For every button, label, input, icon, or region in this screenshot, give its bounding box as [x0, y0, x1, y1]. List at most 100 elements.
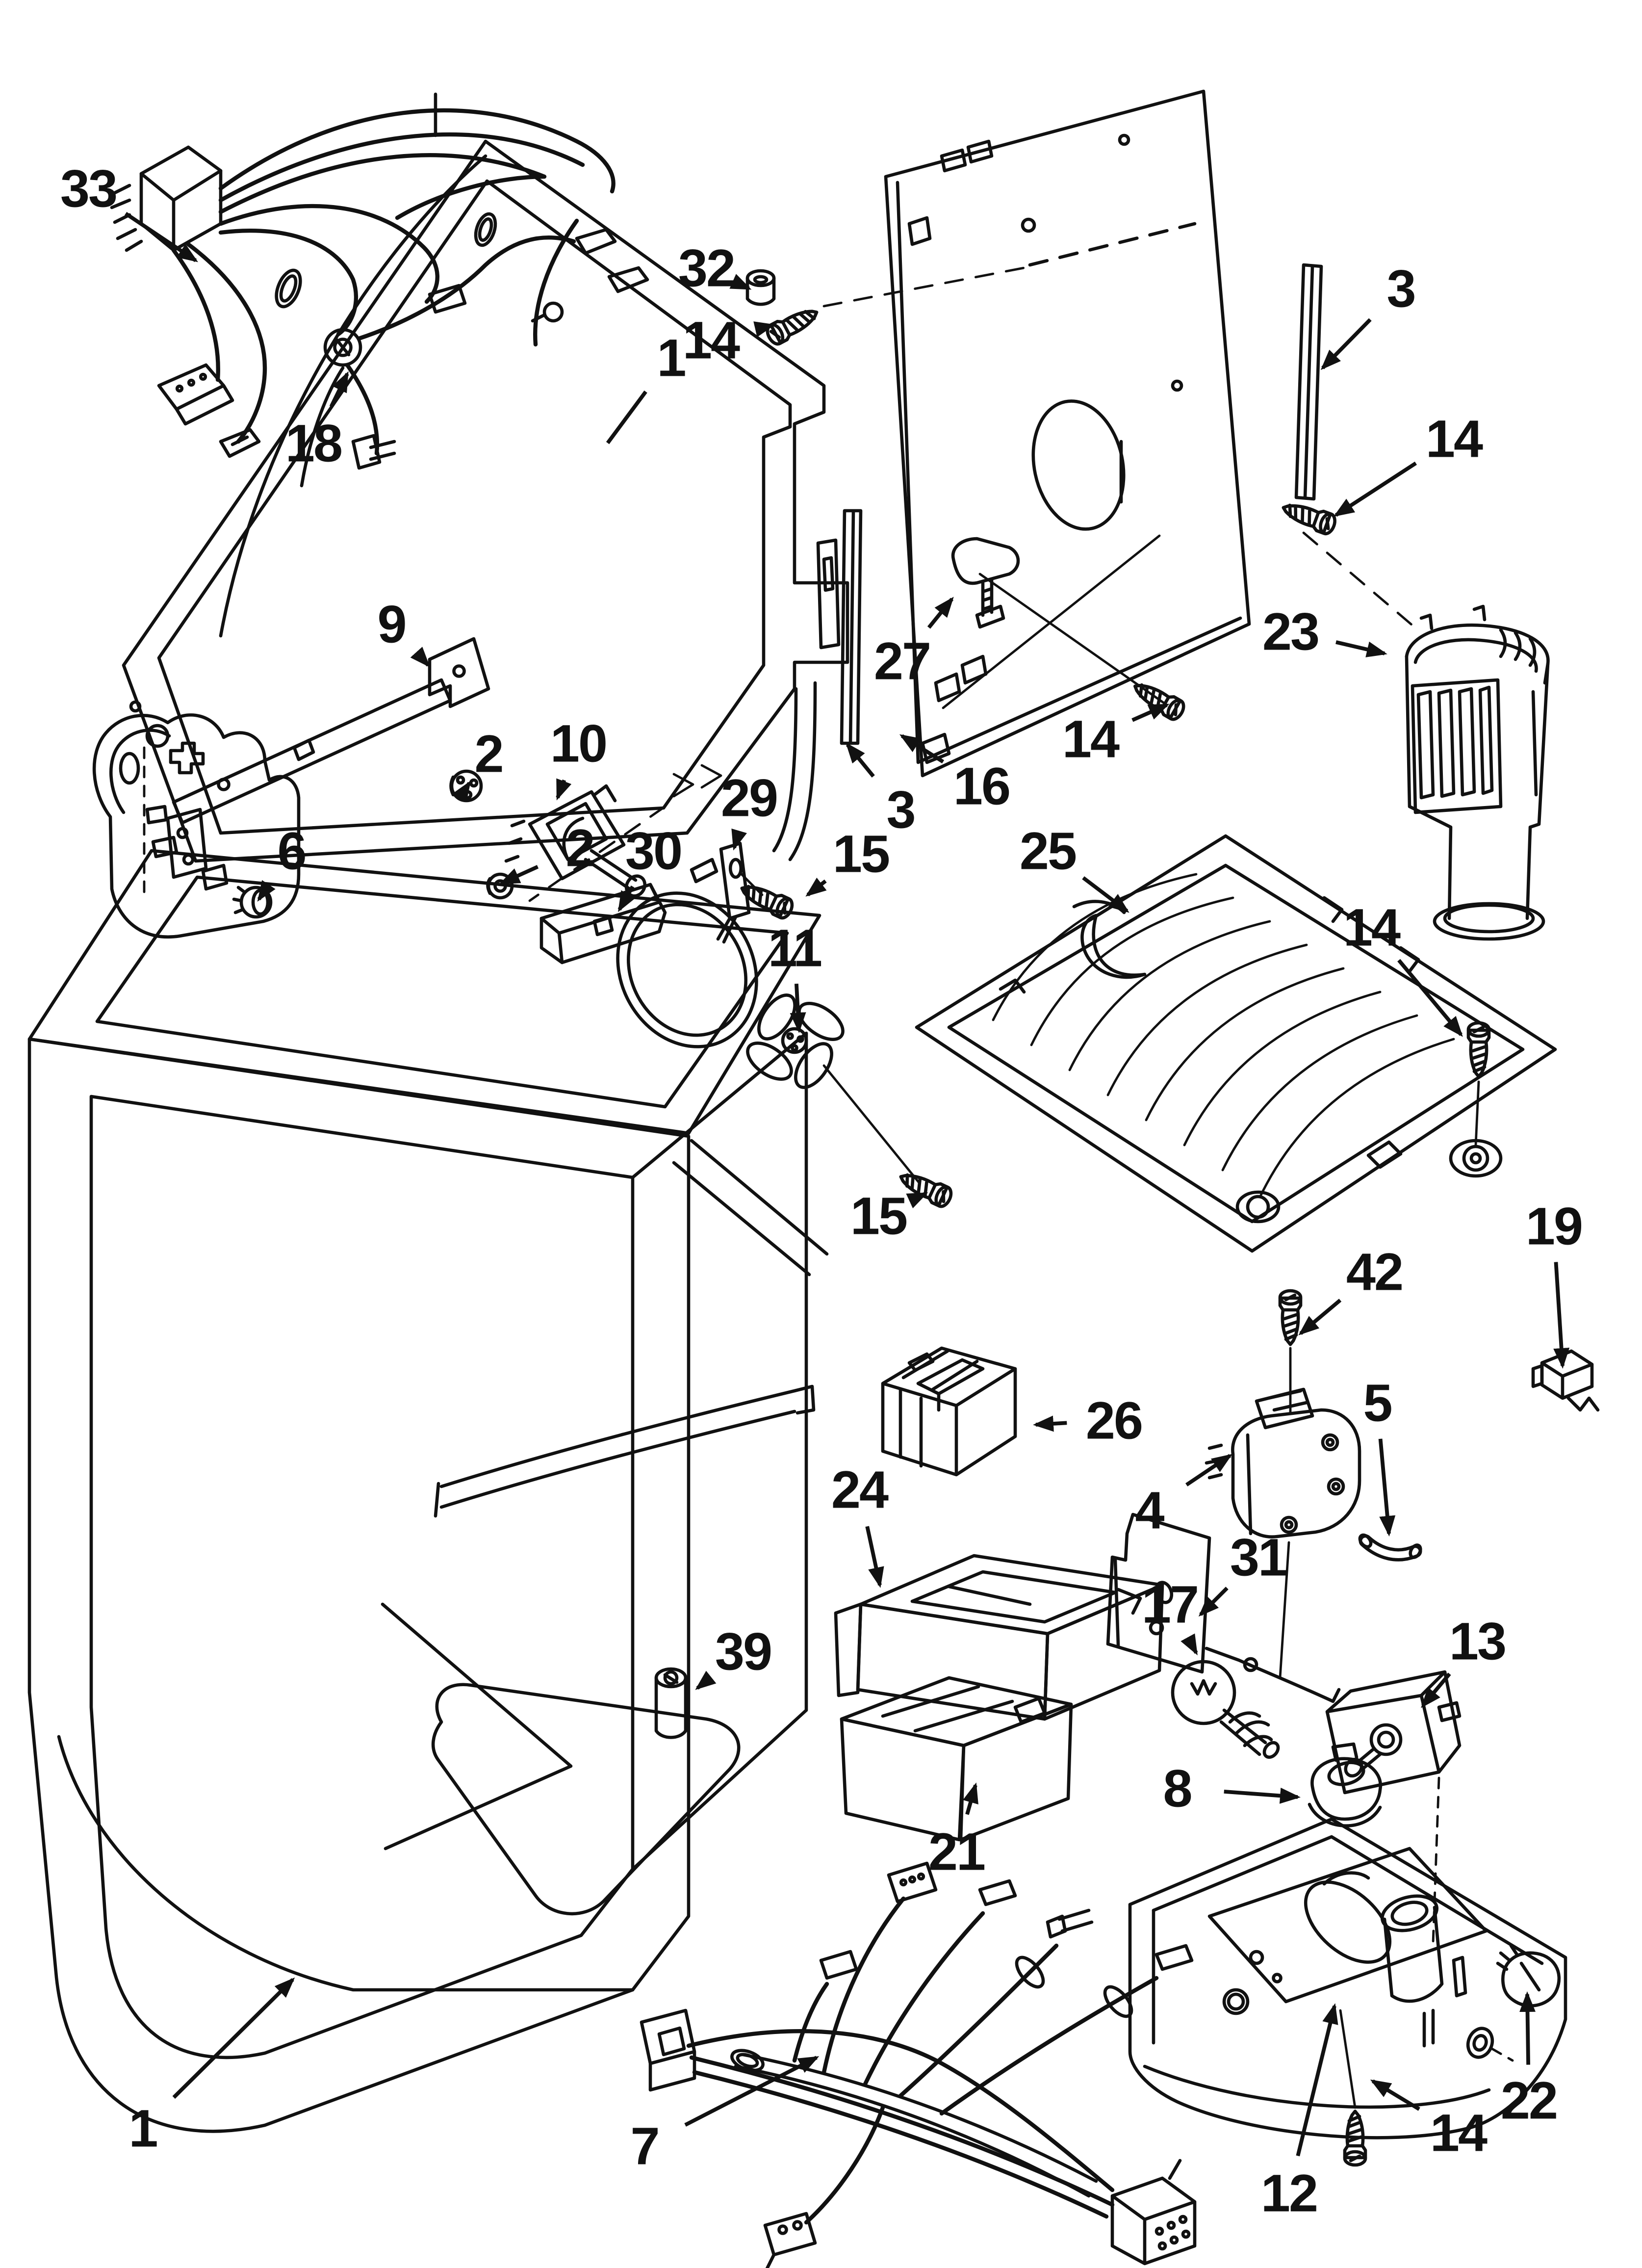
part-number-label: 42 — [1346, 1242, 1402, 1302]
leader-line — [1320, 318, 1372, 370]
callout-10-14: 10 — [550, 714, 608, 801]
part-number-label: 5 — [1363, 1373, 1391, 1433]
wiring-harness-7 — [640, 1861, 1197, 2268]
leader-line — [753, 321, 775, 338]
part-number-label: 11 — [768, 918, 821, 978]
foam-duct-21 — [840, 1676, 1073, 1842]
air-duct-23 — [1405, 604, 1550, 941]
lamp-socket-8 — [1308, 1742, 1383, 1827]
leader-line — [846, 742, 875, 778]
leader-line — [731, 828, 747, 851]
part-number-label: 14 — [1062, 709, 1120, 769]
foam-duct-24 — [834, 1554, 1164, 1721]
leader-line — [899, 734, 945, 764]
callout-33-0: 33 — [60, 159, 198, 262]
callout-26-27: 26 — [1033, 1391, 1143, 1450]
leader-line — [1198, 1587, 1229, 1617]
latch-27 — [951, 537, 1020, 629]
callout-9-12: 9 — [377, 595, 431, 668]
leader-line — [606, 390, 647, 444]
screw-14a — [765, 303, 821, 346]
leader-line — [1335, 640, 1387, 657]
callout-16-9: 16 — [899, 734, 1011, 816]
leader-line — [1370, 2079, 1420, 2111]
clip-19 — [1531, 1349, 1600, 1412]
callout-22-40: 22 — [1501, 1991, 1558, 2130]
part-number-label: 10 — [550, 714, 606, 773]
screw-42 — [1280, 1291, 1301, 1345]
callout-14-6: 14 — [1333, 409, 1485, 517]
air-duct-plate — [92, 700, 301, 939]
callout-13-32: 13 — [1421, 1612, 1507, 1708]
callout-19-25: 19 — [1526, 1197, 1583, 1369]
control-housing-12 — [1128, 1817, 1567, 2139]
callout-1-36: 1 — [128, 1977, 295, 2158]
part-number-label: 19 — [1526, 1197, 1582, 1256]
drain-pan-25 — [915, 834, 1557, 1253]
callout-8-33: 8 — [1163, 1759, 1301, 1818]
gasket-strip-3-right — [1294, 263, 1323, 501]
callout-15-23: 15 — [850, 1186, 928, 1246]
leader-line — [410, 647, 431, 668]
callout-30-16: 30 — [617, 821, 683, 912]
callout-6-18: 6 — [257, 821, 307, 902]
part-number-label: 30 — [625, 821, 681, 881]
part-number-label: 15 — [850, 1186, 907, 1246]
leader-line — [927, 597, 954, 629]
part-number-label: 3 — [886, 780, 914, 839]
callout-3-5: 3 — [1320, 259, 1416, 370]
part-number-label: 21 — [928, 1822, 985, 1881]
callout-24-28: 24 — [831, 1460, 890, 1588]
leader-line — [1519, 1991, 1536, 2065]
plug-39 — [654, 1667, 688, 1739]
callout-29-17: 29 — [721, 768, 778, 851]
callout-14-4: 14 — [683, 311, 775, 370]
screw-14b — [1280, 498, 1337, 536]
lower-liner-shell-1 — [27, 849, 829, 2133]
leader-line — [1298, 1299, 1342, 1335]
part-number-label: 31 — [1230, 1528, 1286, 1587]
leader-line — [453, 780, 471, 803]
leader-line — [1333, 461, 1417, 517]
leader-line — [865, 1526, 884, 1588]
drain-tube-5 — [1358, 1533, 1422, 1562]
leader-line — [805, 877, 827, 897]
callout-21-35: 21 — [928, 1782, 986, 1881]
shield-plate-31 — [1106, 1512, 1211, 1674]
callout-23-7: 23 — [1262, 602, 1387, 661]
callout-12-38: 12 — [1261, 2003, 1338, 2223]
part-number-label: 16 — [953, 756, 1009, 816]
bracket-30 — [539, 883, 667, 965]
callout-14-39: 14 — [1370, 2079, 1489, 2163]
part-number-label: 24 — [831, 1460, 889, 1519]
part-number-label: 22 — [1501, 2071, 1557, 2130]
leader-line — [963, 1782, 978, 1815]
back-panel-16 — [884, 89, 1251, 778]
screw-14d — [1468, 1023, 1489, 1077]
leader-line — [790, 983, 806, 1033]
callout-15-19: 15 — [805, 824, 891, 897]
part-number-label: 23 — [1262, 602, 1318, 661]
part-number-label: 1 — [657, 328, 685, 388]
part-number-label: 18 — [285, 414, 341, 473]
callout-18-1: 18 — [285, 371, 349, 473]
leader-line — [1296, 2003, 1338, 2157]
part-number-label: 7 — [630, 2116, 658, 2176]
leader-line — [1131, 703, 1170, 722]
leader-line — [906, 1192, 928, 1209]
part-number-label: 29 — [721, 768, 777, 828]
thermostat-10 — [504, 784, 647, 898]
part-number-label: 14 — [1430, 2103, 1488, 2163]
leader-line — [1185, 1454, 1232, 1486]
callout-32-3: 32 — [678, 238, 752, 298]
gasket-strip-3-left — [816, 509, 863, 745]
bracket-9 — [166, 637, 490, 891]
wire-harness-33 — [110, 108, 649, 470]
part-number-label: 27 — [874, 631, 930, 691]
leader-line — [617, 885, 636, 912]
part-number-label: 25 — [1020, 821, 1076, 881]
part-number-label: 9 — [377, 595, 405, 654]
part-number-label: 15 — [833, 824, 889, 884]
